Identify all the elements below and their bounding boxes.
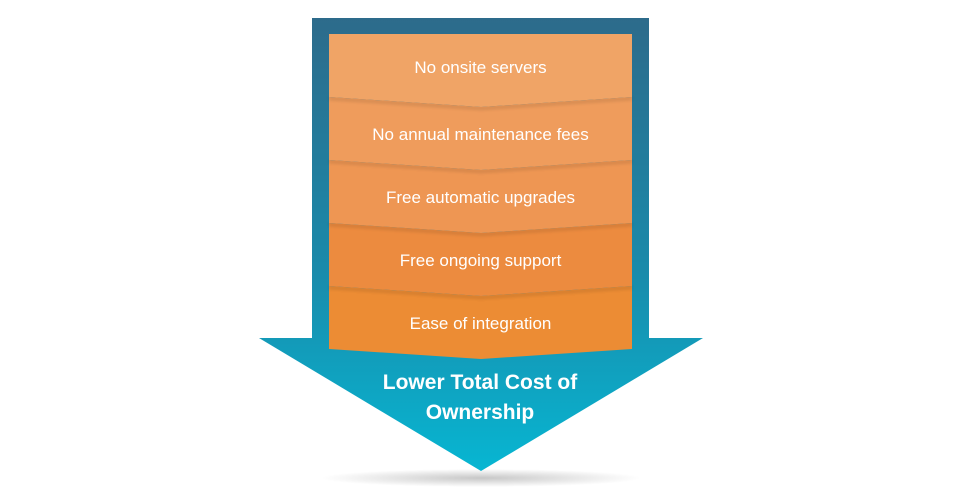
result-line-1: Lower Total Cost of <box>382 371 578 394</box>
step-shadow <box>329 286 632 299</box>
step-shadow <box>329 160 632 173</box>
step-label: Ease of integration <box>409 314 552 333</box>
steps-group <box>329 34 632 359</box>
step-label: No onsite servers <box>414 58 547 77</box>
step-label: Free ongoing support <box>399 251 562 270</box>
result-line-2: Ownership <box>425 401 535 424</box>
step-shadow <box>329 223 632 236</box>
step-label: No annual maintenance fees <box>372 125 589 144</box>
step-chevron <box>329 34 632 107</box>
step-label: Free automatic upgrades <box>386 188 575 207</box>
step-shadow <box>329 97 632 110</box>
step-chevron <box>329 97 632 170</box>
step-chevron <box>329 160 632 233</box>
step-chevron <box>329 223 632 296</box>
arrow-shadow <box>321 469 641 487</box>
step-chevron <box>329 286 632 359</box>
result-label: Lower Total Cost of Ownership <box>330 368 630 428</box>
